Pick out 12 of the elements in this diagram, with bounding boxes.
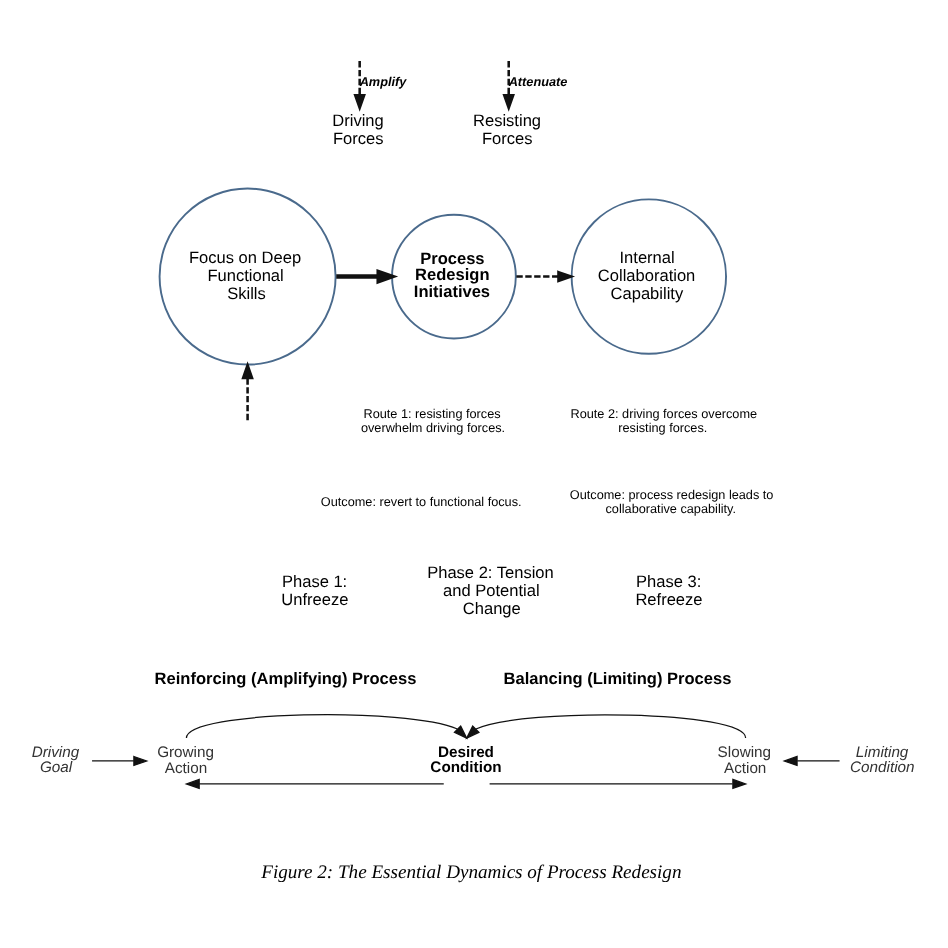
arrow — [336, 267, 399, 284]
caption: Figure 2: The Essential Dynamics of Process Redesign — [261, 861, 682, 884]
arrow — [488, 777, 748, 789]
arrow — [465, 713, 747, 739]
arrow — [502, 60, 515, 111]
arrow — [91, 754, 149, 766]
arrow — [185, 713, 469, 739]
arrow — [782, 754, 841, 766]
arrow — [184, 777, 445, 789]
arrow — [241, 360, 254, 420]
arrow — [516, 269, 576, 282]
arrow — [353, 60, 366, 111]
